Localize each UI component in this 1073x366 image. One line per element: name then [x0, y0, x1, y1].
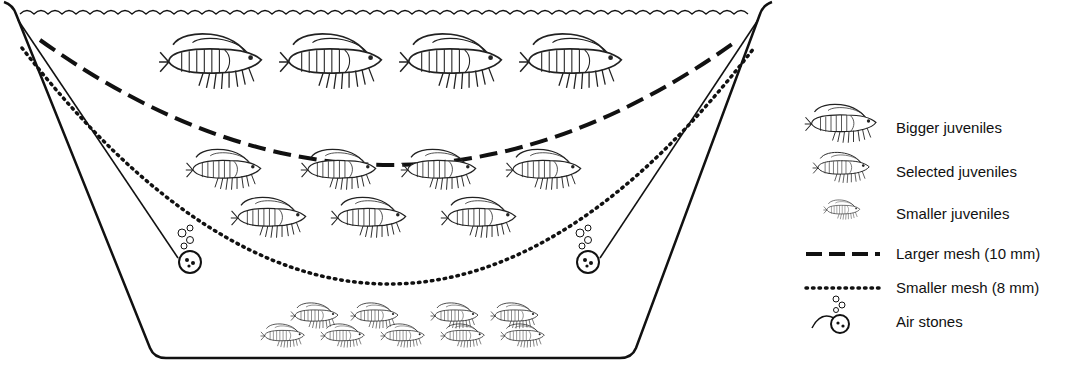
legend-sample [805, 104, 876, 142]
smaller-mesh [22, 48, 754, 284]
bigger-juvenile [519, 34, 621, 89]
legend-sample [813, 152, 870, 183]
bigger-juvenile [399, 34, 501, 89]
legend-sample [806, 288, 880, 289]
legend-label: Smaller juveniles [896, 205, 1009, 223]
selected-juvenile [301, 149, 376, 189]
legend-sample [812, 296, 849, 333]
smaller-juvenile [440, 324, 484, 348]
air-stone [576, 225, 599, 273]
selected-juvenile [441, 197, 516, 237]
smaller-juvenile [500, 324, 544, 348]
legend-label: Selected juveniles [896, 163, 1017, 181]
legend-label: Smaller mesh (8 mm) [896, 279, 1039, 297]
selected-juvenile [331, 197, 406, 237]
smaller-juvenile [380, 324, 424, 348]
legend-label: Bigger juveniles [896, 119, 1002, 137]
bigger-juvenile [159, 34, 261, 89]
smaller-juvenile [351, 303, 399, 329]
bigger-juvenile [279, 34, 381, 89]
legend-sample [806, 254, 880, 255]
selected-juvenile [506, 149, 581, 189]
water-surface [20, 11, 748, 15]
legend-sample [823, 200, 860, 220]
legend-label: Larger mesh (10 mm) [896, 245, 1040, 263]
selected-juvenile [231, 197, 306, 237]
selected-juvenile [186, 149, 261, 189]
larger-mesh [40, 40, 738, 165]
air-stone [178, 225, 201, 273]
smaller-juvenile [260, 324, 304, 348]
legend-label: Air stones [896, 313, 963, 331]
smaller-juvenile [291, 303, 339, 329]
selected-juvenile [401, 149, 476, 189]
smaller-juvenile [320, 324, 364, 348]
